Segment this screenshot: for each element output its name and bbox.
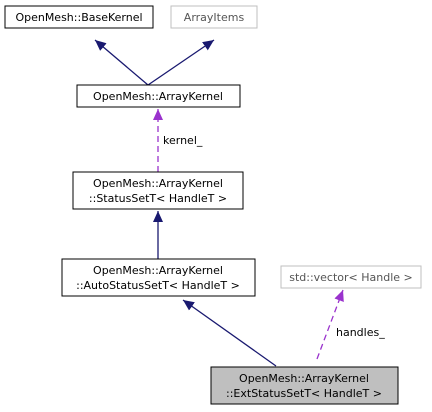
edge-arraykernel-to-arrayitems — [147, 39, 215, 86]
node-status-set[interactable]: OpenMesh::ArrayKernel ::StatusSetT< Hand… — [72, 171, 244, 210]
node-array-kernel-label: OpenMesh::ArrayKernel — [93, 90, 223, 103]
node-base-kernel-label: OpenMesh::BaseKernel — [15, 11, 142, 24]
node-base-kernel[interactable]: OpenMesh::BaseKernel — [4, 5, 154, 29]
node-status-set-label-line1: OpenMesh::ArrayKernel — [93, 177, 223, 190]
node-array-kernel[interactable]: OpenMesh::ArrayKernel — [76, 84, 241, 108]
edge-arraykernel-to-basekernel — [94, 39, 149, 86]
edge-extstatusset-to-autostatusset — [182, 299, 277, 367]
edge-label-kernel: kernel_ — [163, 134, 203, 147]
node-auto-status-set-label-line2: ::AutoStatusSetT< HandleT > — [76, 279, 240, 292]
edge-extstatusset-to-stdvector-usage — [316, 289, 344, 360]
node-std-vector: std::vector< Handle > — [280, 265, 422, 289]
edge-label-handles: handles_ — [336, 326, 385, 339]
node-ext-status-set[interactable]: OpenMesh::ArrayKernel ::ExtStatusSetT< H… — [210, 366, 399, 405]
node-ext-status-set-label-line1: OpenMesh::ArrayKernel — [239, 372, 369, 385]
node-array-items-label: ArrayItems — [184, 11, 245, 24]
node-array-items: ArrayItems — [170, 5, 258, 29]
node-auto-status-set[interactable]: OpenMesh::ArrayKernel ::AutoStatusSetT< … — [61, 258, 256, 297]
node-ext-status-set-label-line2: ::ExtStatusSetT< HandleT > — [226, 387, 382, 400]
node-std-vector-label: std::vector< Handle > — [289, 271, 413, 284]
node-status-set-label-line2: ::StatusSetT< HandleT > — [89, 192, 227, 205]
node-auto-status-set-label-line1: OpenMesh::ArrayKernel — [93, 264, 223, 277]
